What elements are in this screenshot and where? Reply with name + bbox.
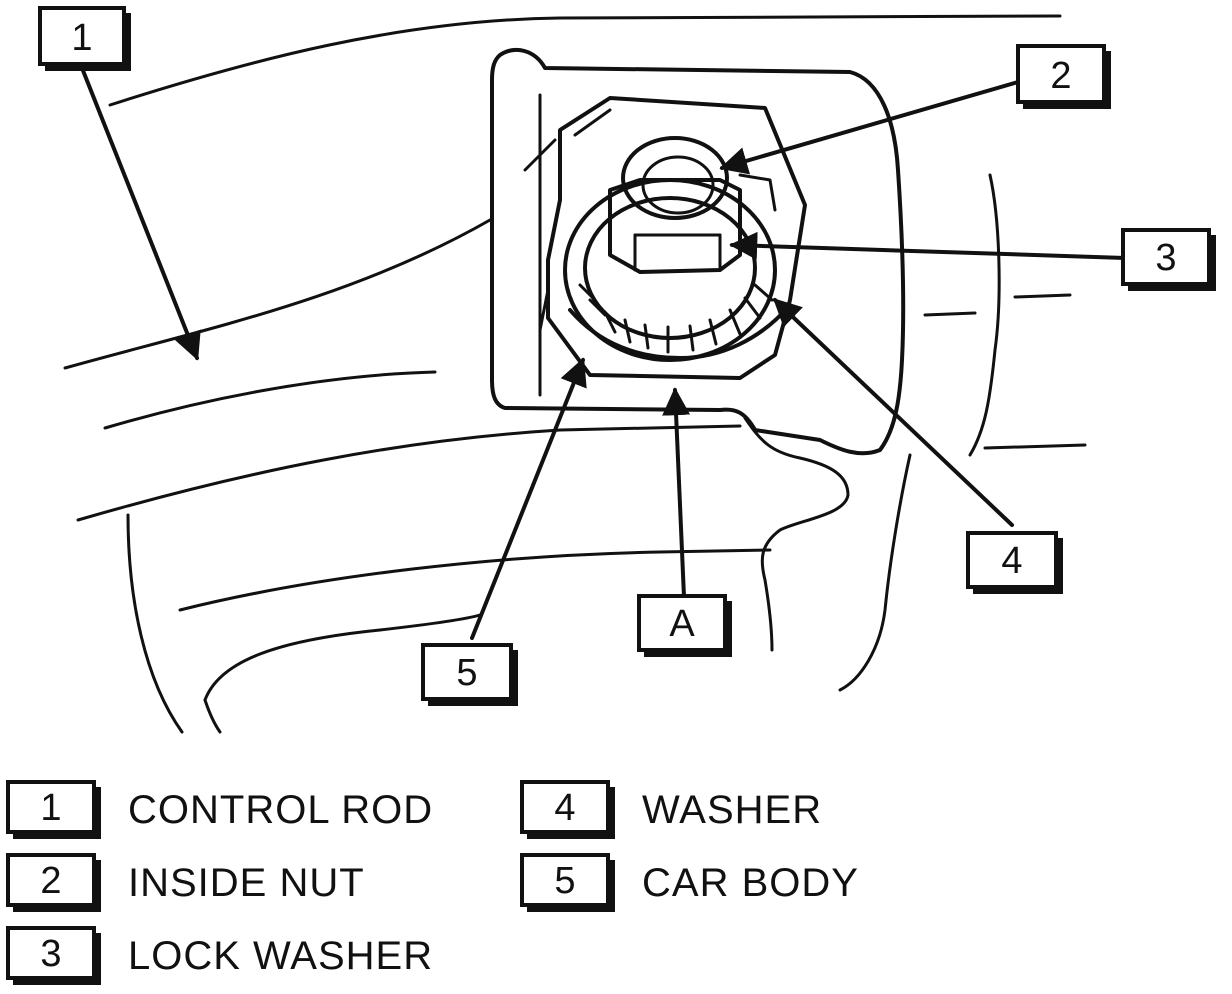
legend-item-5: 5 CAR BODY bbox=[520, 853, 859, 912]
hex-plate bbox=[546, 96, 807, 380]
washer-assembly bbox=[563, 136, 792, 362]
callout-2-label: 2 bbox=[1050, 55, 1071, 97]
legend-num-1: 1 bbox=[40, 787, 61, 829]
legend-item-3: 3 LOCK WASHER bbox=[6, 926, 433, 985]
callout-A: A bbox=[637, 594, 732, 657]
callout-1: 1 bbox=[38, 6, 131, 71]
legend-text-5: CAR BODY bbox=[642, 861, 859, 905]
leader-4 bbox=[772, 298, 1014, 527]
callout-A-label: A bbox=[669, 603, 695, 645]
legend: 1 CONTROL ROD 2 INSIDE NUT 3 LOCK WASHER… bbox=[6, 780, 859, 985]
leader-5 bbox=[470, 357, 587, 640]
legend-item-2: 2 INSIDE NUT bbox=[6, 853, 365, 912]
legend-num-5: 5 bbox=[554, 860, 575, 902]
legend-text-3: LOCK WASHER bbox=[128, 934, 433, 978]
legend-text-1: CONTROL ROD bbox=[128, 788, 433, 832]
callout-5: 5 bbox=[421, 643, 518, 706]
callout-4: 4 bbox=[966, 531, 1063, 594]
washer-serrations bbox=[578, 283, 774, 354]
legend-item-4: 4 WASHER bbox=[520, 780, 822, 839]
legend-num-2: 2 bbox=[40, 860, 61, 902]
callout-1-label: 1 bbox=[71, 17, 92, 59]
legend-item-1: 1 CONTROL ROD bbox=[6, 780, 433, 839]
callout-5-label: 5 bbox=[456, 652, 477, 694]
legend-text-2: INSIDE NUT bbox=[128, 861, 365, 905]
leader-lines bbox=[80, 66, 1127, 640]
car-body-lines bbox=[63, 14, 1087, 734]
callout-4-label: 4 bbox=[1001, 540, 1022, 582]
callout-3-label: 3 bbox=[1155, 237, 1176, 279]
callout-2: 2 bbox=[1016, 44, 1111, 109]
leader-3 bbox=[729, 231, 1127, 260]
mounting-bracket bbox=[490, 47, 906, 456]
legend-text-4: WASHER bbox=[642, 788, 822, 832]
rod-end bbox=[621, 136, 729, 220]
legend-num-4: 4 bbox=[554, 787, 575, 829]
leader-1 bbox=[80, 66, 201, 361]
leader-A bbox=[662, 387, 691, 599]
legend-num-3: 3 bbox=[40, 933, 61, 975]
washer bbox=[568, 303, 792, 360]
leader-2 bbox=[719, 80, 1020, 175]
callout-3: 3 bbox=[1121, 228, 1216, 291]
